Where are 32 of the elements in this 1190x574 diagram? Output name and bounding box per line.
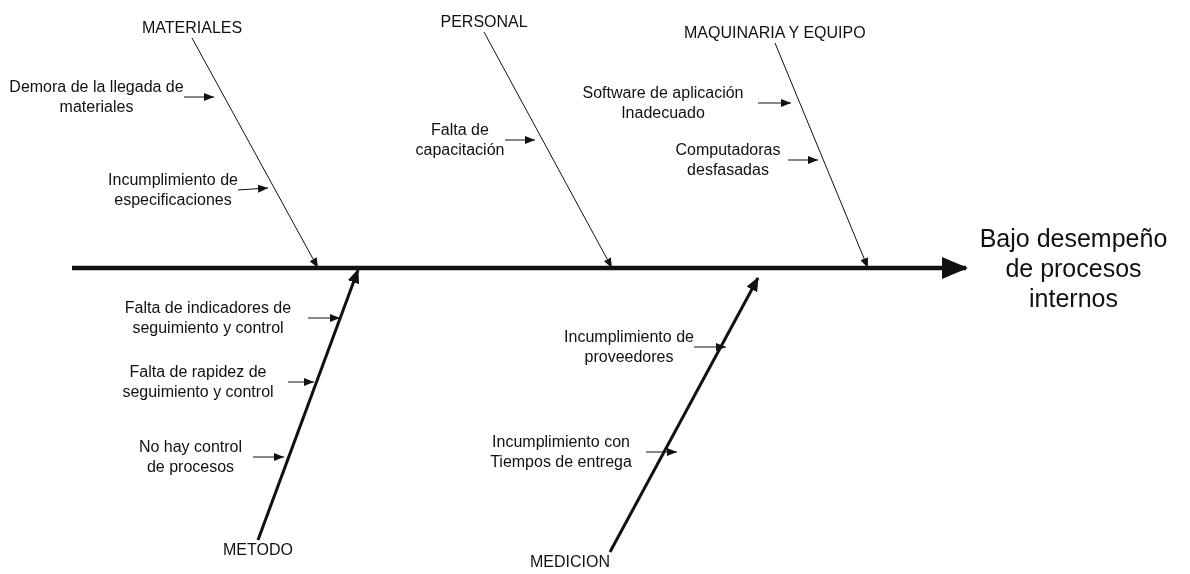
cause-label: Falta de capacitación [415,120,505,160]
arrow [307,314,341,322]
cause-label: No hay control de procesos [128,437,253,477]
cause-label: Computadoras desfasadas [668,140,788,180]
spine-arrow [72,257,968,279]
arrow [693,343,727,351]
category-label: MATERIALES [142,18,243,38]
arrow [252,453,285,461]
arrow [237,184,269,193]
cause-label: Falta de indicadores de seguimiento y control [108,298,308,338]
effect-label: Bajo desempeño de procesos internos [966,223,1181,313]
cause-label: Falta de rapidez de seguimiento y control [108,362,288,402]
category-label: MEDICION [530,552,610,572]
arrow [183,93,215,101]
category-label: PERSONAL [440,12,528,32]
category-label: MAQUINARIA Y EQUIPO [684,23,866,43]
arrow [757,99,792,107]
bone-arrow [256,269,360,541]
arrow [504,136,536,144]
cause-label: Demora de la llegada de materiales [9,77,184,117]
arrow [287,378,315,386]
cause-label: Software de aplicación Inadecuado [568,83,758,123]
bone-arrow [608,277,760,553]
category-label: METODO [223,540,293,560]
cause-label: Incumplimiento de especificaciones [108,170,238,210]
bone-arrow [774,42,869,269]
bone-arrow [191,37,319,269]
arrow [787,156,819,164]
arrow [645,448,678,456]
cause-label: Incumplimiento con Tiempos de entrega [476,432,646,472]
bone-arrow [483,31,613,269]
cause-label: Incumplimiento de proveedores [564,327,694,367]
